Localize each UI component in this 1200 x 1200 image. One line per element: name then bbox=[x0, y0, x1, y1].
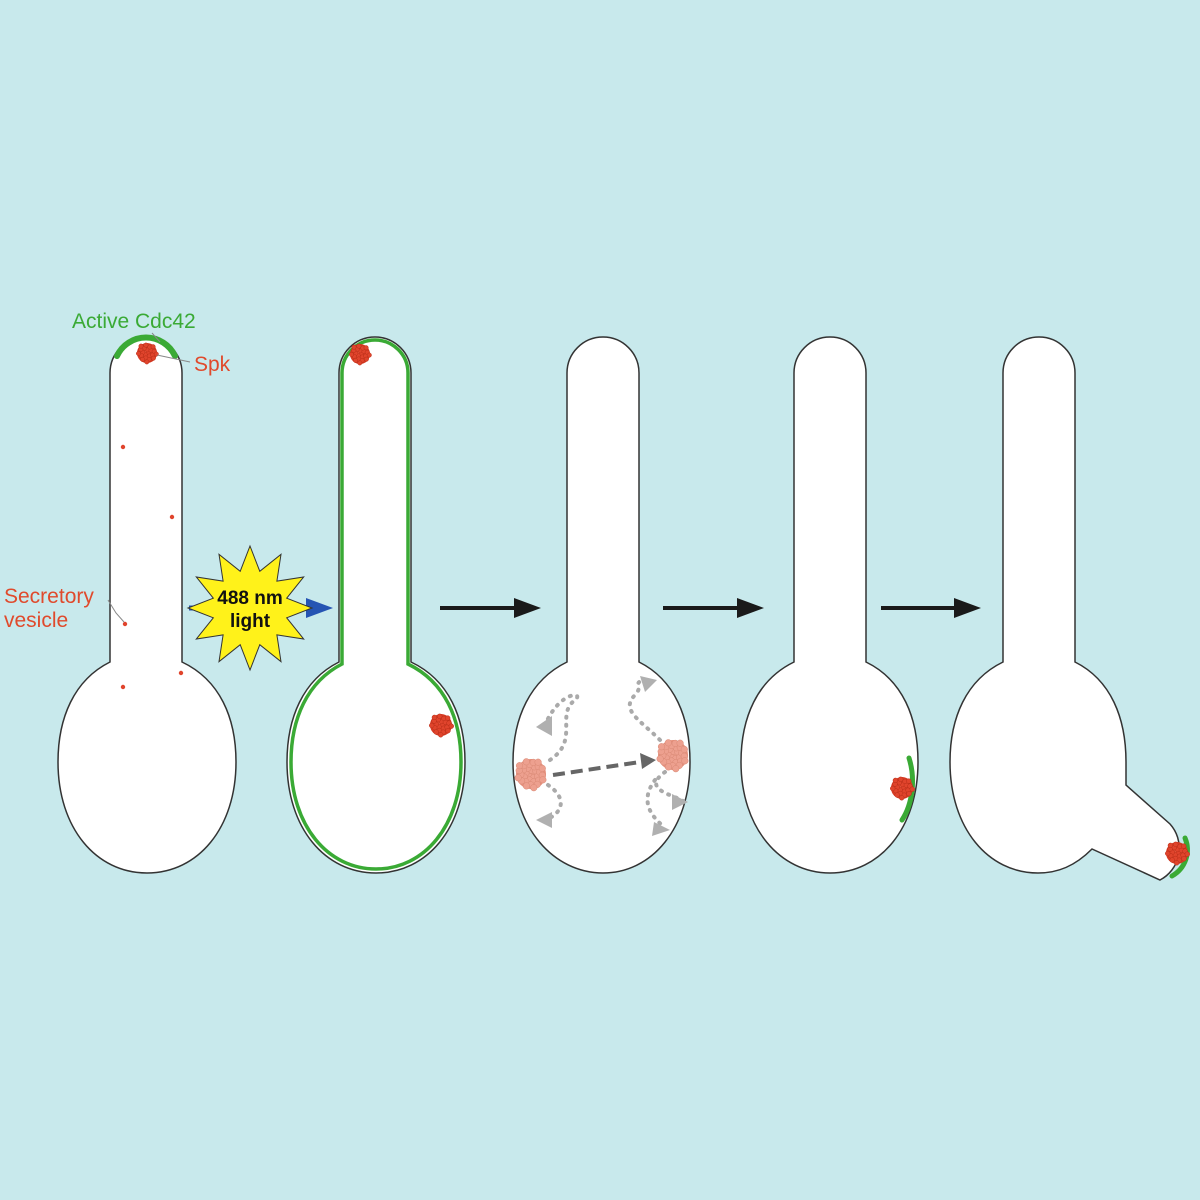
secretory-vesicle bbox=[169, 514, 175, 520]
step-arrow-3 bbox=[881, 598, 981, 618]
dotted-trajectory bbox=[627, 679, 662, 742]
dotted-trajectory bbox=[543, 783, 563, 822]
cell-outline bbox=[740, 336, 919, 874]
spk-cluster bbox=[349, 343, 372, 366]
active-cdc42-cap bbox=[114, 334, 178, 359]
stage-before-light: Active Cdc42 Spk Secretory vesicle bbox=[4, 310, 237, 874]
dotted-trajectory bbox=[543, 693, 580, 762]
right-arrow-icon bbox=[737, 598, 764, 618]
spk-movement-arrowhead bbox=[640, 753, 656, 769]
gray-arrowhead bbox=[536, 812, 552, 828]
spk-leader-line bbox=[156, 354, 191, 363]
vesicle-leader-line bbox=[107, 599, 125, 623]
cell-outline bbox=[949, 336, 1180, 881]
secretory-vesicle bbox=[120, 444, 126, 450]
light-stimulus: 488 nm light bbox=[186, 544, 333, 672]
secretory-vesicle bbox=[122, 621, 128, 627]
dotted-trajectory bbox=[645, 778, 665, 828]
right-arrow-icon bbox=[514, 598, 541, 618]
gray-arrowhead bbox=[536, 716, 552, 736]
light-label-line1: 488 nm bbox=[217, 588, 282, 609]
step-arrow-1 bbox=[440, 598, 541, 618]
stage-branch-growth bbox=[949, 336, 1190, 881]
cell-outline bbox=[286, 336, 466, 874]
gray-arrowhead bbox=[640, 676, 657, 692]
secretory-vesicle bbox=[120, 684, 126, 690]
light-arrow-head bbox=[306, 598, 333, 618]
cell-outline bbox=[512, 336, 691, 874]
step-arrow-2 bbox=[663, 598, 764, 618]
active-cdc42-label: Active Cdc42 bbox=[72, 310, 196, 333]
spk-cluster bbox=[136, 342, 159, 365]
spk-label: Spk bbox=[194, 353, 231, 376]
cdc42-leader-line bbox=[151, 332, 161, 343]
spk-cluster bbox=[429, 713, 454, 738]
secretory-vesicle-label-1: Secretory bbox=[4, 585, 94, 608]
gray-arrowhead bbox=[652, 822, 670, 836]
spk-faded-old bbox=[514, 758, 547, 792]
secretory-vesicle bbox=[178, 670, 184, 676]
stage-illuminated bbox=[286, 336, 466, 874]
dotted-trajectory bbox=[654, 770, 685, 803]
gray-arrowhead bbox=[672, 794, 688, 810]
secretory-vesicle-label-2: vesicle bbox=[4, 609, 68, 632]
right-arrow-icon bbox=[954, 598, 981, 618]
stage-spk-relocating bbox=[512, 336, 691, 874]
spk-cluster bbox=[1165, 841, 1190, 866]
spk-cluster bbox=[890, 776, 915, 801]
light-label-line2: light bbox=[230, 611, 271, 632]
stage-new-polarity-site bbox=[740, 336, 919, 874]
light-burst-icon bbox=[186, 544, 314, 672]
spk-movement-arrow bbox=[552, 760, 641, 777]
active-cdc42-membrane bbox=[289, 338, 463, 871]
spk-faded-new bbox=[656, 739, 689, 773]
